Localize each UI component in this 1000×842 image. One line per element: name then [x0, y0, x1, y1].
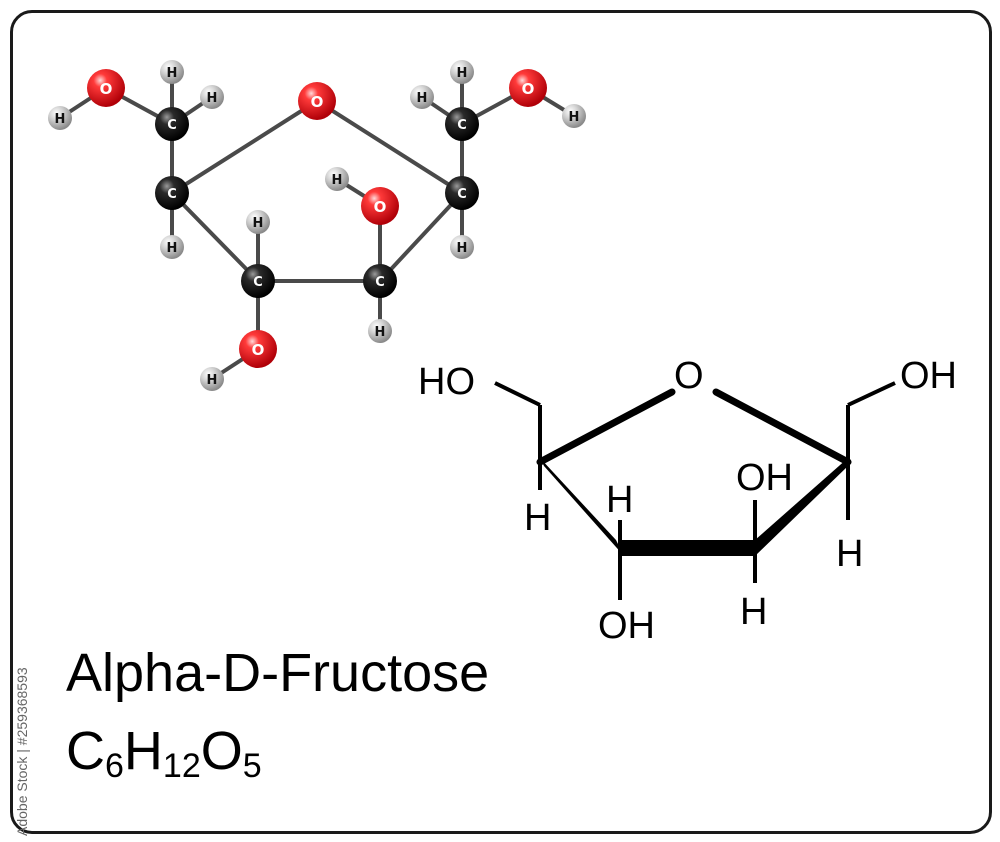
molecular-formula: C6H12O5	[66, 720, 262, 786]
bond	[170, 99, 319, 195]
hydrogen-atom: H	[562, 104, 586, 128]
svg-text:H: H	[167, 66, 178, 81]
formula-subscript: 12	[162, 747, 201, 785]
svg-text:C: C	[253, 275, 263, 290]
formula-element: O	[200, 721, 243, 781]
hydrogen-atoms: H H H H H H H H H H H H	[48, 60, 586, 391]
svg-text:H: H	[375, 325, 386, 340]
hydrogen-atom: H	[450, 235, 474, 259]
skeletal-label: OH	[736, 457, 793, 499]
hydrogen-atom: H	[200, 85, 224, 109]
skeletal-label: OH	[598, 605, 655, 647]
skeletal-label: H	[740, 591, 767, 633]
oxygen-atoms: O O O O O	[87, 69, 547, 368]
svg-text:O: O	[522, 80, 535, 98]
bond	[170, 191, 260, 283]
svg-text:H: H	[457, 66, 468, 81]
oxygen-atom: O	[87, 69, 125, 107]
formula-element: C	[66, 721, 105, 781]
ring-bond	[712, 388, 852, 466]
bond	[315, 99, 464, 195]
ring-wedge	[540, 458, 624, 556]
bond	[378, 191, 464, 283]
oxygen-atom: O	[509, 69, 547, 107]
carbon-atom: C	[155, 176, 189, 210]
oxygen-atom: O	[239, 330, 277, 368]
carbon-atom: C	[445, 107, 479, 141]
stock-credit: Adobe Stock | #259368593	[14, 667, 30, 836]
hydrogen-atom: H	[368, 319, 392, 343]
hydrogen-atom: H	[450, 60, 474, 84]
skeletal-structure: HO O OH H H OH H OH H	[418, 355, 957, 647]
ring-wedge	[755, 458, 848, 556]
ring-bond	[536, 388, 676, 466]
skeletal-bonds	[494, 381, 896, 600]
svg-text:H: H	[569, 110, 580, 125]
hydrogen-atom: H	[160, 235, 184, 259]
svg-text:H: H	[253, 216, 264, 231]
formula-subscript: 5	[242, 747, 262, 785]
hydrogen-atom: H	[325, 167, 349, 191]
hydrogen-atom: H	[48, 106, 72, 130]
svg-text:C: C	[375, 275, 385, 290]
ring-oxygen-label: O	[674, 355, 704, 397]
svg-text:H: H	[207, 91, 218, 106]
hydrogen-atom: H	[246, 210, 270, 234]
svg-text:H: H	[55, 112, 66, 127]
svg-text:H: H	[332, 173, 343, 188]
skeletal-label: OH	[900, 355, 957, 397]
skeletal-label: HO	[418, 361, 475, 403]
formula-element: H	[123, 721, 163, 781]
skeletal-labels: HO O OH H H OH H OH H	[418, 355, 957, 647]
carbon-atom: C	[445, 176, 479, 210]
bond	[494, 381, 541, 407]
hydrogen-atom: H	[410, 85, 434, 109]
carbon-atom: C	[155, 107, 189, 141]
svg-text:O: O	[374, 198, 387, 216]
svg-text:C: C	[457, 118, 467, 133]
carbon-atom: C	[241, 264, 275, 298]
svg-text:C: C	[167, 187, 177, 202]
skeletal-label: H	[524, 497, 551, 539]
bond	[847, 381, 896, 407]
svg-text:H: H	[167, 241, 178, 256]
hydrogen-atom: H	[200, 367, 224, 391]
svg-text:H: H	[207, 373, 218, 388]
svg-text:O: O	[252, 341, 265, 359]
oxygen-atom: O	[298, 82, 336, 120]
hydrogen-atom: H	[160, 60, 184, 84]
carbon-atoms: C C C C C C	[155, 107, 479, 298]
formula-subscript: 6	[105, 747, 124, 785]
svg-text:C: C	[457, 187, 467, 202]
svg-text:O: O	[311, 93, 324, 111]
ring-wedge	[620, 540, 755, 556]
skeletal-label: H	[836, 533, 863, 575]
oxygen-atom: O	[361, 187, 399, 225]
skeletal-label: H	[606, 479, 633, 521]
svg-text:O: O	[100, 80, 113, 98]
svg-text:H: H	[457, 241, 468, 256]
carbon-atom: C	[363, 264, 397, 298]
svg-text:C: C	[167, 118, 177, 133]
svg-text:H: H	[417, 91, 428, 106]
molecule-name: Alpha-D-Fructose	[66, 643, 490, 703]
